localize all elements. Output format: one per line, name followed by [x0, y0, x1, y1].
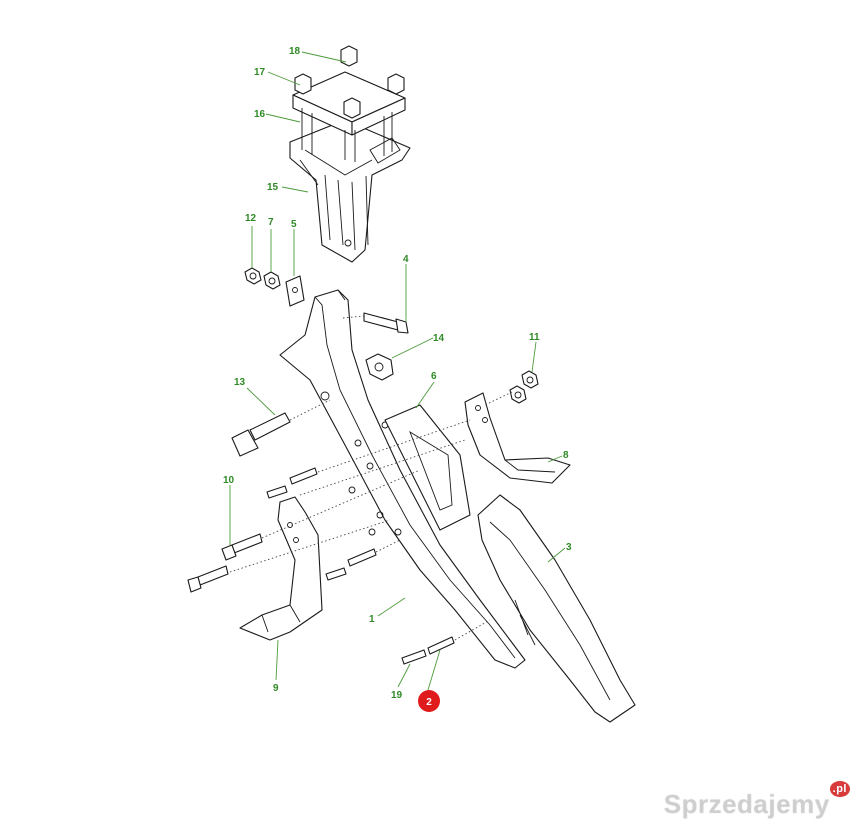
pins [266, 467, 455, 665]
wedge-6 [384, 404, 471, 531]
callout-1: 1 [369, 614, 375, 625]
callout-2: 2 [426, 697, 432, 708]
callout-9: 9 [273, 683, 279, 694]
bolt-10 [187, 533, 263, 593]
callout-12: 12 [245, 213, 257, 224]
callout-18: 18 [289, 46, 301, 57]
leader-lines [229, 51, 566, 691]
mounting-bracket [289, 45, 411, 263]
nuts-11 [509, 370, 539, 404]
callout-6: 6 [431, 371, 437, 382]
callout-8: 8 [563, 450, 569, 461]
callout-10: 10 [223, 475, 235, 486]
callout-labels: 18 17 16 15 12 7 5 4 14 11 13 6 8 10 3 1… [223, 46, 572, 701]
callout-15: 15 [267, 182, 279, 193]
bolt-13 [231, 412, 291, 457]
assembly-lines [229, 315, 513, 641]
callout-5: 5 [291, 219, 297, 230]
callout-17: 17 [254, 67, 266, 78]
washer-7 [263, 271, 281, 290]
callout-4: 4 [403, 254, 409, 265]
callout-14: 14 [433, 333, 445, 344]
plate-5 [285, 275, 305, 307]
wing-9 [239, 496, 323, 641]
bolt-4 [363, 312, 409, 334]
watermark: Sprzedajemy.pl [663, 781, 850, 820]
watermark-text: Sprzedajemy [663, 789, 830, 819]
callout-11: 11 [529, 332, 540, 343]
highlight-circle [418, 690, 440, 712]
callout-19: 19 [391, 690, 403, 701]
nut-12 [244, 267, 262, 285]
nut-14 [365, 353, 394, 381]
callout-7: 7 [268, 217, 274, 228]
callout-13: 13 [234, 377, 246, 388]
watermark-suffix: .pl [829, 781, 850, 797]
callout-3: 3 [566, 542, 572, 553]
shank-1 [279, 289, 526, 669]
callout-16: 16 [254, 109, 266, 120]
point-3 [477, 494, 636, 723]
highlighted-callout-2[interactable]: 2 [418, 690, 440, 712]
wing-8 [464, 392, 571, 484]
